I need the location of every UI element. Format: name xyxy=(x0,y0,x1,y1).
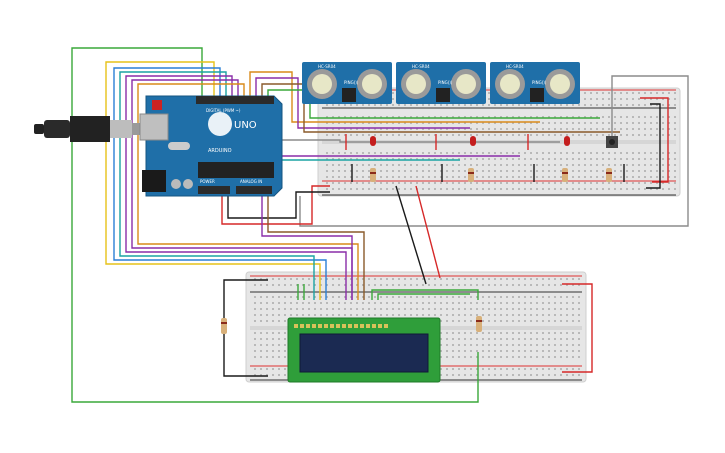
capacitor-1 xyxy=(171,179,181,189)
atmega-chip xyxy=(198,162,274,178)
wire-orange-top xyxy=(249,71,540,123)
led-3[interactable] xyxy=(564,136,570,146)
pushbutton[interactable] xyxy=(606,136,618,148)
wire-purple-analog xyxy=(261,196,353,300)
ultrasonic-sensor-2[interactable]: HC-SR04 PING))) xyxy=(396,62,486,104)
reset-button[interactable] xyxy=(152,100,162,110)
wire-black-cross xyxy=(395,185,427,285)
wires[interactable] xyxy=(71,47,689,403)
wire-red-right-bottom xyxy=(562,283,593,373)
wire-red-5v xyxy=(221,185,330,225)
resistor-3[interactable] xyxy=(562,168,568,182)
power-jack xyxy=(142,170,166,192)
arduino-logo-text: UNO xyxy=(234,120,257,131)
wire-green-lcd-4 xyxy=(377,293,470,300)
resistor-5[interactable] xyxy=(221,318,227,334)
ultrasonic-sensor-3[interactable]: HC-SR04 PING))) xyxy=(490,62,580,104)
wire-green-outer xyxy=(71,47,479,403)
sensor-3-pin-label: PING))) xyxy=(532,80,547,85)
lcd-16x2-display[interactable] xyxy=(287,317,441,383)
led-1[interactable] xyxy=(370,136,376,146)
usb-cable[interactable] xyxy=(34,116,144,142)
wire-green-lcd-3 xyxy=(371,289,479,300)
sensor-3-label: HC-SR04 xyxy=(506,64,524,69)
power-label: POWER xyxy=(200,179,215,184)
sensor-1-label: HC-SR04 xyxy=(318,64,336,69)
capacitor-2 xyxy=(183,179,193,189)
sensor-1-pin-label: PING))) xyxy=(344,80,359,85)
ultrasonic-sensor-1[interactable]: HC-SR04 PING))) xyxy=(302,62,392,104)
wire-red-cross xyxy=(415,185,441,279)
usb-port xyxy=(139,113,169,141)
wire-gray-button xyxy=(299,75,689,227)
power-header xyxy=(198,186,230,194)
digital-header xyxy=(196,96,274,104)
digital-label: DIGITAL (PWM ~) xyxy=(206,108,241,113)
arduino-uno-board[interactable]: UNO ARDUINO DIGITAL (PWM ~) POWER ANALOG… xyxy=(139,95,283,197)
lcd-screen xyxy=(299,333,429,373)
arduino-brand: ARDUINO xyxy=(208,148,232,154)
sensor-2-pin-label: PING))) xyxy=(438,80,453,85)
wire-brown-analog xyxy=(267,196,365,300)
analog-header xyxy=(236,186,272,194)
resistor-1[interactable] xyxy=(370,168,376,182)
wire-orange-left xyxy=(137,83,359,300)
resistor-4[interactable] xyxy=(606,168,612,182)
wire-black-gnd xyxy=(227,191,330,219)
sensor-2-label: HC-SR04 xyxy=(412,64,430,69)
crystal xyxy=(168,142,190,150)
resistor-6[interactable] xyxy=(476,316,482,332)
wire-black-right-top xyxy=(646,103,661,189)
led-2[interactable] xyxy=(470,136,476,146)
analog-label: ANALOG IN xyxy=(240,179,262,184)
resistor-2[interactable] xyxy=(468,168,474,182)
wire-purple-top xyxy=(255,77,470,129)
